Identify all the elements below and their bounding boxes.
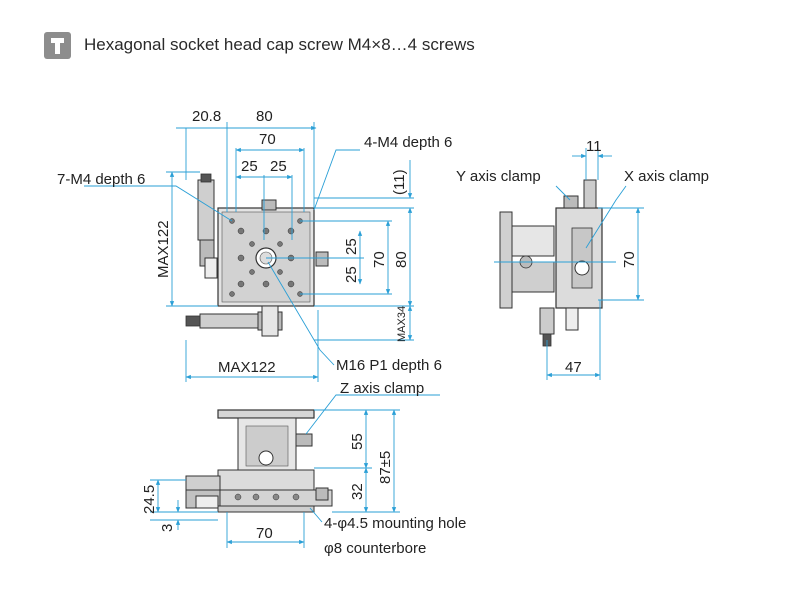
callout-z-clamp: Z axis clamp: [340, 380, 424, 397]
y-micrometer: [197, 179, 215, 241]
dim-11-clearance: (11): [391, 169, 408, 195]
dim-32: 32: [349, 483, 366, 500]
callout-m16: M16 P1 depth 6: [336, 357, 442, 374]
dim-max122-vertical: MAX122: [155, 220, 172, 278]
top-view: 20.8 80 70 25 25 (11) MAX122 25 25 70 80…: [57, 108, 452, 382]
front-view: 55 87±5 32 24.5 3 70 Z axis clamp 4-φ4.5…: [141, 380, 466, 557]
dim-70: 70: [259, 131, 276, 148]
dim-front-70: 70: [256, 525, 273, 542]
callout-x-clamp: X axis clamp: [624, 168, 709, 185]
dim-max122-horizontal: MAX122: [218, 359, 276, 376]
dim-max34: MAX34: [396, 306, 408, 342]
dim-side-11: 11: [586, 138, 602, 155]
dim-side-47: 47: [565, 359, 582, 376]
dim-87-5: 87±5: [377, 451, 394, 484]
callout-y-clamp: Y axis clamp: [456, 168, 541, 185]
socket-screw-icon: [44, 31, 71, 59]
side-view-right: 11 70 47 Y axis clamp X axis clamp: [456, 138, 709, 380]
dim-3: 3: [159, 524, 176, 532]
callout-7-m4: 7-M4 depth 6: [57, 171, 145, 188]
dim-v25a: 25: [343, 238, 360, 255]
dim-side-70: 70: [621, 251, 638, 268]
dim-v25b: 25: [343, 266, 360, 283]
header-title: Hexagonal socket head cap screw M4×8…4 s…: [84, 35, 475, 54]
dim-20-8: 20.8: [192, 108, 221, 125]
dim-55: 55: [349, 433, 366, 450]
x-micrometer: [199, 313, 259, 329]
dim-v70: 70: [371, 251, 388, 268]
callout-mount-hole: 4-φ4.5 mounting hole: [324, 515, 466, 532]
top-plate-front: [217, 409, 315, 419]
dim-25a: 25: [241, 158, 258, 175]
dim-24-5: 24.5: [141, 485, 158, 514]
callout-counterbore: φ8 counterbore: [324, 540, 426, 557]
header: Hexagonal socket head cap screw M4×8…4 s…: [44, 31, 475, 59]
callout-4-m4: 4-M4 depth 6: [364, 134, 452, 151]
dim-25b: 25: [270, 158, 287, 175]
dim-80: 80: [256, 108, 273, 125]
dim-v80: 80: [393, 251, 410, 268]
